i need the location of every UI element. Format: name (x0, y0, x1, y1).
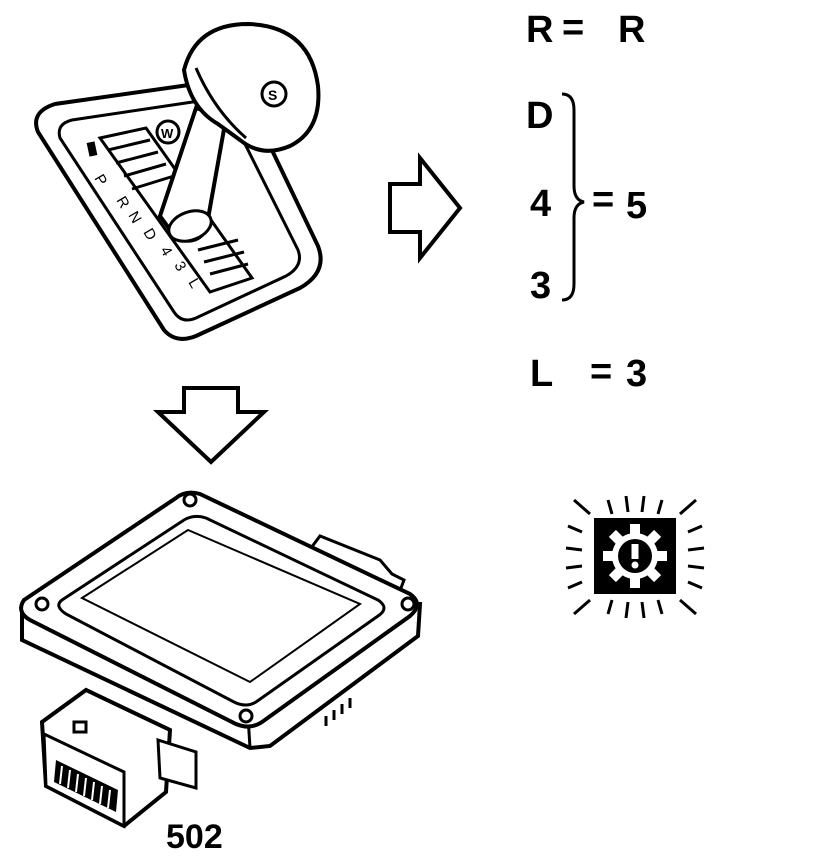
part-number: 502 (166, 818, 223, 856)
mapping-r-left: R (526, 9, 553, 51)
winter-mode-icon (155, 119, 181, 145)
gate-ribs (107, 138, 249, 276)
arrow-down-icon (152, 386, 270, 465)
mapping-3: 3 (530, 265, 551, 307)
connector-latch (72, 720, 88, 734)
gear-icon (603, 524, 667, 588)
mapping-l-value: 3 (626, 353, 647, 395)
mode-badge-label: W (161, 126, 174, 141)
knob-badge-label: S (268, 87, 277, 103)
mapping-brace (561, 92, 585, 302)
sport-mode-icon (260, 80, 288, 108)
mapping-r-equals: = (562, 7, 584, 49)
mapping-group-equals: = (592, 179, 614, 221)
mapping-d: D (526, 95, 553, 137)
mapping-group-value: 5 (626, 185, 647, 227)
connector-pin-lines (59, 765, 111, 809)
mapping-l-left: L (530, 353, 553, 395)
gear-shifter: P R N D 4 3 L W S (34, 21, 323, 341)
mounting-holes (34, 492, 416, 724)
transmission-warning-icon (565, 495, 705, 619)
control-module (19, 490, 423, 829)
mapping-l-equals: = (590, 351, 612, 393)
mapping-r-right: R (618, 9, 645, 51)
connector-clip (156, 737, 198, 790)
mapping-4: 4 (530, 183, 551, 225)
arrow-right-icon (388, 152, 463, 264)
gear-mapping: R = R D 4 3 = 5 L = 3 (526, 7, 647, 395)
warning-rays (565, 495, 705, 619)
module-lid-inner (79, 528, 363, 684)
lever-base (167, 209, 213, 243)
knob-contour (194, 67, 247, 140)
gate-indicator (86, 141, 98, 157)
shifter-knob (181, 21, 321, 153)
module-vents (324, 698, 352, 726)
